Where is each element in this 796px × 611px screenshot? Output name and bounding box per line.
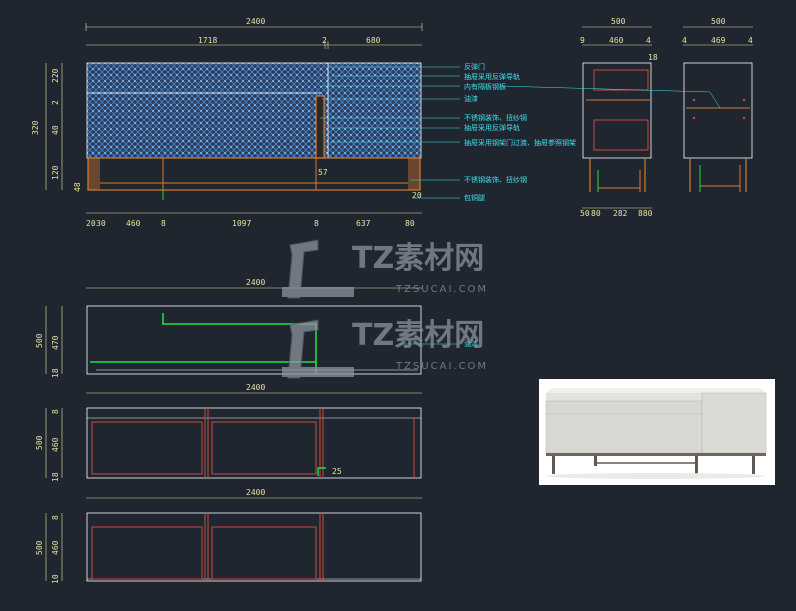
front-side-label: 57: [318, 168, 328, 177]
section2-height-1: 500: [35, 540, 44, 555]
front-bottom-dim-2: 30: [96, 219, 106, 228]
front-height-c: 40: [51, 125, 60, 135]
note-3: 内有隔板钢板: [464, 82, 506, 91]
section1-height-2: 460: [51, 437, 60, 452]
note-9: 包铜腿: [464, 193, 485, 202]
front-height-e: 48: [73, 182, 82, 192]
side2-sub-2: 469: [711, 36, 726, 45]
front-seg-dim-2: 2: [322, 36, 327, 45]
watermark-url: TZSUCAI.COM: [395, 284, 488, 295]
front-height-b: 220: [51, 68, 60, 83]
front-bottom-dim-8: 80: [405, 219, 415, 228]
front-bottom-dim-1: 20: [86, 219, 96, 228]
section1-small-label: 25: [332, 467, 342, 476]
front-seg-dim-3: 680: [366, 36, 381, 45]
side2-sub-1: 4: [682, 36, 687, 45]
side1-bottom-4: 880: [638, 209, 653, 218]
section-view-1: 2400 25 500 460 18 8: [35, 383, 422, 482]
front-bottom-dim-4: 8: [161, 219, 166, 228]
section2-height-4: 10: [51, 574, 60, 584]
section-view-2: 2400 500 460 8 10: [35, 488, 422, 584]
side1-width: 500: [611, 17, 626, 26]
side2-sub-3: 4: [748, 36, 753, 45]
side1-bottom-1: 50: [580, 209, 590, 218]
plan-height-1: 500: [35, 333, 44, 348]
side-view-1: 500 9 460 4 18 50 80 282 880: [580, 17, 658, 218]
watermark-brand: TZ素材网: [352, 241, 484, 276]
side1-sub-1: 9: [580, 36, 585, 45]
plan-note: 油漆: [464, 339, 478, 348]
product-photo: [539, 379, 775, 485]
note-5: 不锈钢装饰、扭纱钢: [464, 113, 527, 122]
front-height-total: 320: [31, 120, 40, 135]
section1-height-3: 18: [51, 472, 60, 482]
front-elevation: 2400 1718 2 680 320 2 220 40 120 48 20: [31, 17, 576, 228]
cabinet-body-hatch: [86, 62, 422, 159]
side1-sub-3: 4: [646, 36, 651, 45]
front-bottom-dim-6: 8: [314, 219, 319, 228]
front-bottom-dim-5: 1097: [232, 219, 251, 228]
note-2: 抽屉采用反弹导轨: [464, 72, 520, 81]
plan-height-2: 470: [51, 335, 60, 350]
watermark-logo: TZ素材网 TZSUCAI.COM: [282, 239, 488, 299]
side1-sub-2: 460: [609, 36, 624, 45]
section2-height-2: 460: [51, 540, 60, 555]
note-8: 不锈钢装饰、扭纱钢: [464, 175, 527, 184]
side-view-2: 500 4 469 4: [499, 17, 753, 192]
watermark-brand-2: TZ素材网: [352, 318, 484, 353]
section2-width: 2400: [246, 488, 265, 497]
section1-height-1: 500: [35, 435, 44, 450]
front-foot-label: 20: [412, 191, 422, 200]
watermark-url-2: TZSUCAI.COM: [395, 361, 488, 372]
front-bottom-dim-3: 460: [126, 219, 141, 228]
watermark-logo-2: TZ素材网 TZSUCAI.COM: [282, 318, 488, 379]
side2-width: 500: [711, 17, 726, 26]
side1-bottom-2: 80: [591, 209, 601, 218]
front-overall-width: 2400: [246, 17, 265, 26]
note-7: 抽屉采用钢架门过渡、抽屉参照钢架: [464, 138, 576, 147]
section1-width: 2400: [246, 383, 265, 392]
section2-height-3: 8: [51, 515, 60, 520]
side1-bottom-3: 282: [613, 209, 628, 218]
side1-side-label: 18: [648, 53, 658, 62]
plan-height-3: 18: [51, 368, 60, 378]
note-4: 油漆: [464, 94, 478, 103]
section1-height-4: 8: [51, 409, 60, 414]
front-height-a: 2: [51, 100, 60, 105]
note-6: 抽屉采用反弹导轨: [464, 123, 520, 132]
front-height-d: 120: [51, 165, 60, 180]
front-seg-dim-1: 1718: [198, 36, 217, 45]
plan-width: 2400: [246, 278, 265, 287]
front-bottom-dim-7: 637: [356, 219, 371, 228]
note-1: 反弹门: [464, 62, 485, 71]
plan-view: 2400 500 470 18 油漆: [35, 278, 478, 378]
